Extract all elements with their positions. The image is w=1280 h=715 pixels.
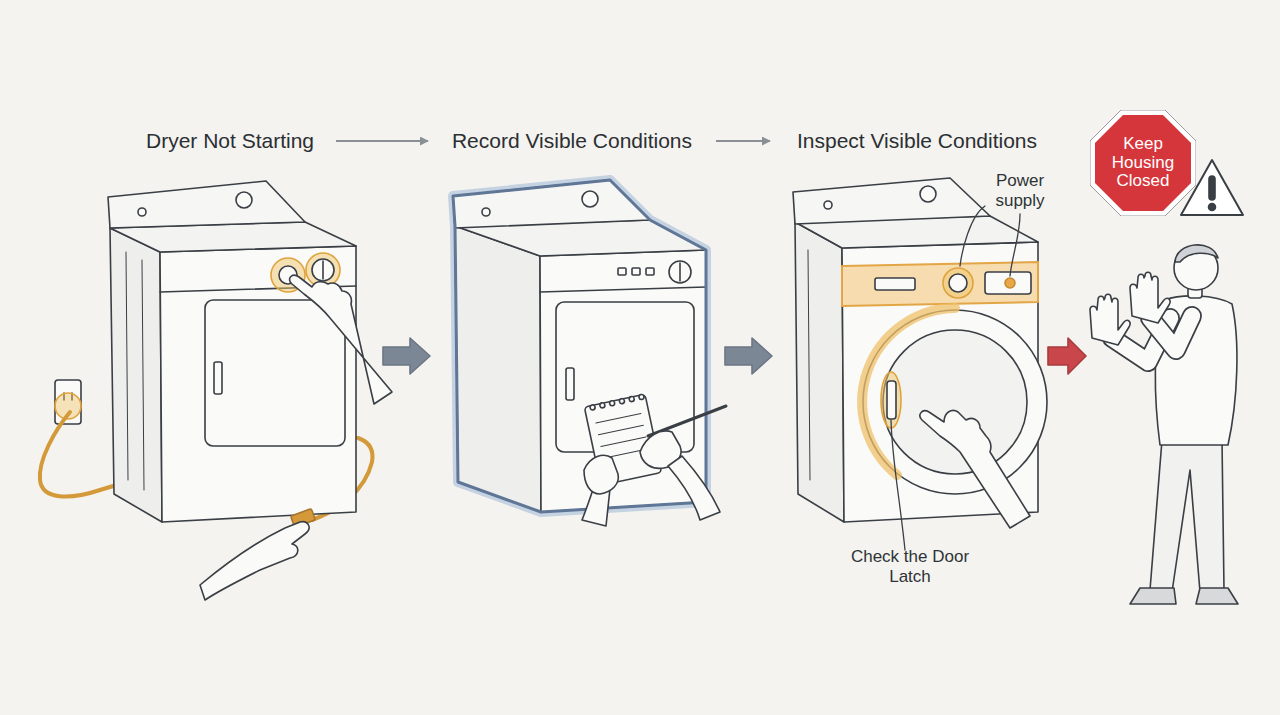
dryer-one: [108, 181, 356, 522]
callout-leader: [960, 206, 985, 266]
dryer-one: [142, 260, 144, 490]
dryer-one: [312, 259, 334, 281]
notepad-hands: [599, 402, 605, 408]
warning-arrow: [1048, 338, 1086, 374]
washer-three: [883, 330, 1027, 474]
warning-arrow: [1048, 338, 1086, 374]
dryer-two-outline: [453, 180, 706, 512]
washer-three: [949, 274, 967, 292]
step-title: Dryer Not Starting: [146, 129, 314, 153]
notepad-hands: [598, 425, 643, 435]
block-arrow: [383, 338, 430, 374]
door-hand: [920, 410, 1030, 528]
dryer-two: [618, 268, 626, 275]
washer-three: [842, 262, 1038, 306]
dryer-two: [646, 268, 654, 275]
step-heading: Inspect Visible Conditions: [778, 126, 1056, 156]
dryer-one: [236, 192, 252, 208]
step-heading: Record Visible Conditions: [436, 126, 708, 156]
dryer-one: [214, 362, 222, 394]
door-hand: [920, 410, 1030, 528]
dryer-two: [632, 268, 640, 275]
warning-triangle: [1209, 176, 1215, 200]
notepad-hands: [668, 456, 720, 520]
dryer-one: [205, 300, 345, 446]
dryer-two: [455, 226, 541, 512]
dryer-two: [453, 180, 706, 512]
step-heading: Dryer Not Starting: [132, 126, 328, 156]
person: [1090, 294, 1130, 345]
block-arrow: [383, 338, 430, 374]
dryer-two: [669, 261, 691, 283]
callout-leader: [891, 420, 905, 550]
octagon-border: [1090, 110, 1196, 216]
pointing-hand: [290, 275, 392, 404]
flow-arrow: [716, 140, 770, 142]
washer-three: [1005, 278, 1015, 288]
person: [1175, 245, 1218, 262]
dryer-two: [566, 368, 574, 400]
dryer-two: [453, 180, 706, 512]
person: [1090, 245, 1238, 604]
dryer-two: [582, 191, 598, 207]
person: [1130, 588, 1176, 604]
dryer-two: [556, 302, 694, 452]
warning-triangle: [1209, 204, 1216, 211]
pointing-hand: [290, 275, 392, 404]
dryer-one: [126, 252, 128, 480]
notepad-hands: [584, 455, 618, 494]
washer-three: [875, 278, 915, 290]
notepad-hands: [590, 404, 596, 410]
dryer-two: [482, 208, 490, 216]
washer-three: [985, 272, 1031, 294]
washer-three: [793, 178, 990, 224]
washer-three: [824, 201, 832, 209]
callout-label: Check the Door Latch: [845, 547, 975, 586]
washer-three: [808, 250, 810, 480]
flow-arrow: [336, 140, 428, 142]
washer-three: [793, 178, 1047, 522]
notepad-hands: [619, 398, 625, 404]
step-title: Inspect Visible Conditions: [797, 129, 1037, 153]
washer-three: [795, 222, 844, 522]
person: [1150, 440, 1224, 592]
notepad-hands: [596, 413, 641, 423]
callout-label: Power supply: [970, 171, 1070, 210]
illustration: [40, 160, 1243, 604]
dryer-one: [322, 261, 324, 279]
washer-three: [920, 186, 936, 202]
callout-leader: [1010, 214, 1020, 276]
person: [1130, 272, 1170, 323]
notepad-hands: [601, 437, 646, 447]
notepad-hands: [582, 394, 726, 526]
person: [1196, 588, 1238, 604]
dryer-one: [108, 181, 305, 228]
block-arrow: [725, 338, 772, 374]
notepad-hands: [609, 400, 615, 406]
sign-text: Keep Housing Closed: [1101, 135, 1185, 190]
notepad-hands: [639, 394, 645, 400]
plug-hand: [200, 509, 315, 600]
dryer-two: [540, 287, 706, 292]
dryer-two: [679, 263, 681, 281]
plug-hand: [200, 522, 309, 600]
stop-sign: Keep Housing Closed: [1090, 110, 1196, 216]
washer-three: [943, 268, 973, 298]
octagon-fill: [1095, 115, 1191, 211]
dryer-one: [110, 228, 162, 522]
dryer-one: [138, 208, 146, 216]
washer-three: [887, 381, 896, 419]
dryer-two-outline: [453, 180, 706, 512]
step-title: Record Visible Conditions: [452, 129, 692, 153]
notepad-hands: [629, 396, 635, 402]
block-arrow: [725, 338, 772, 374]
